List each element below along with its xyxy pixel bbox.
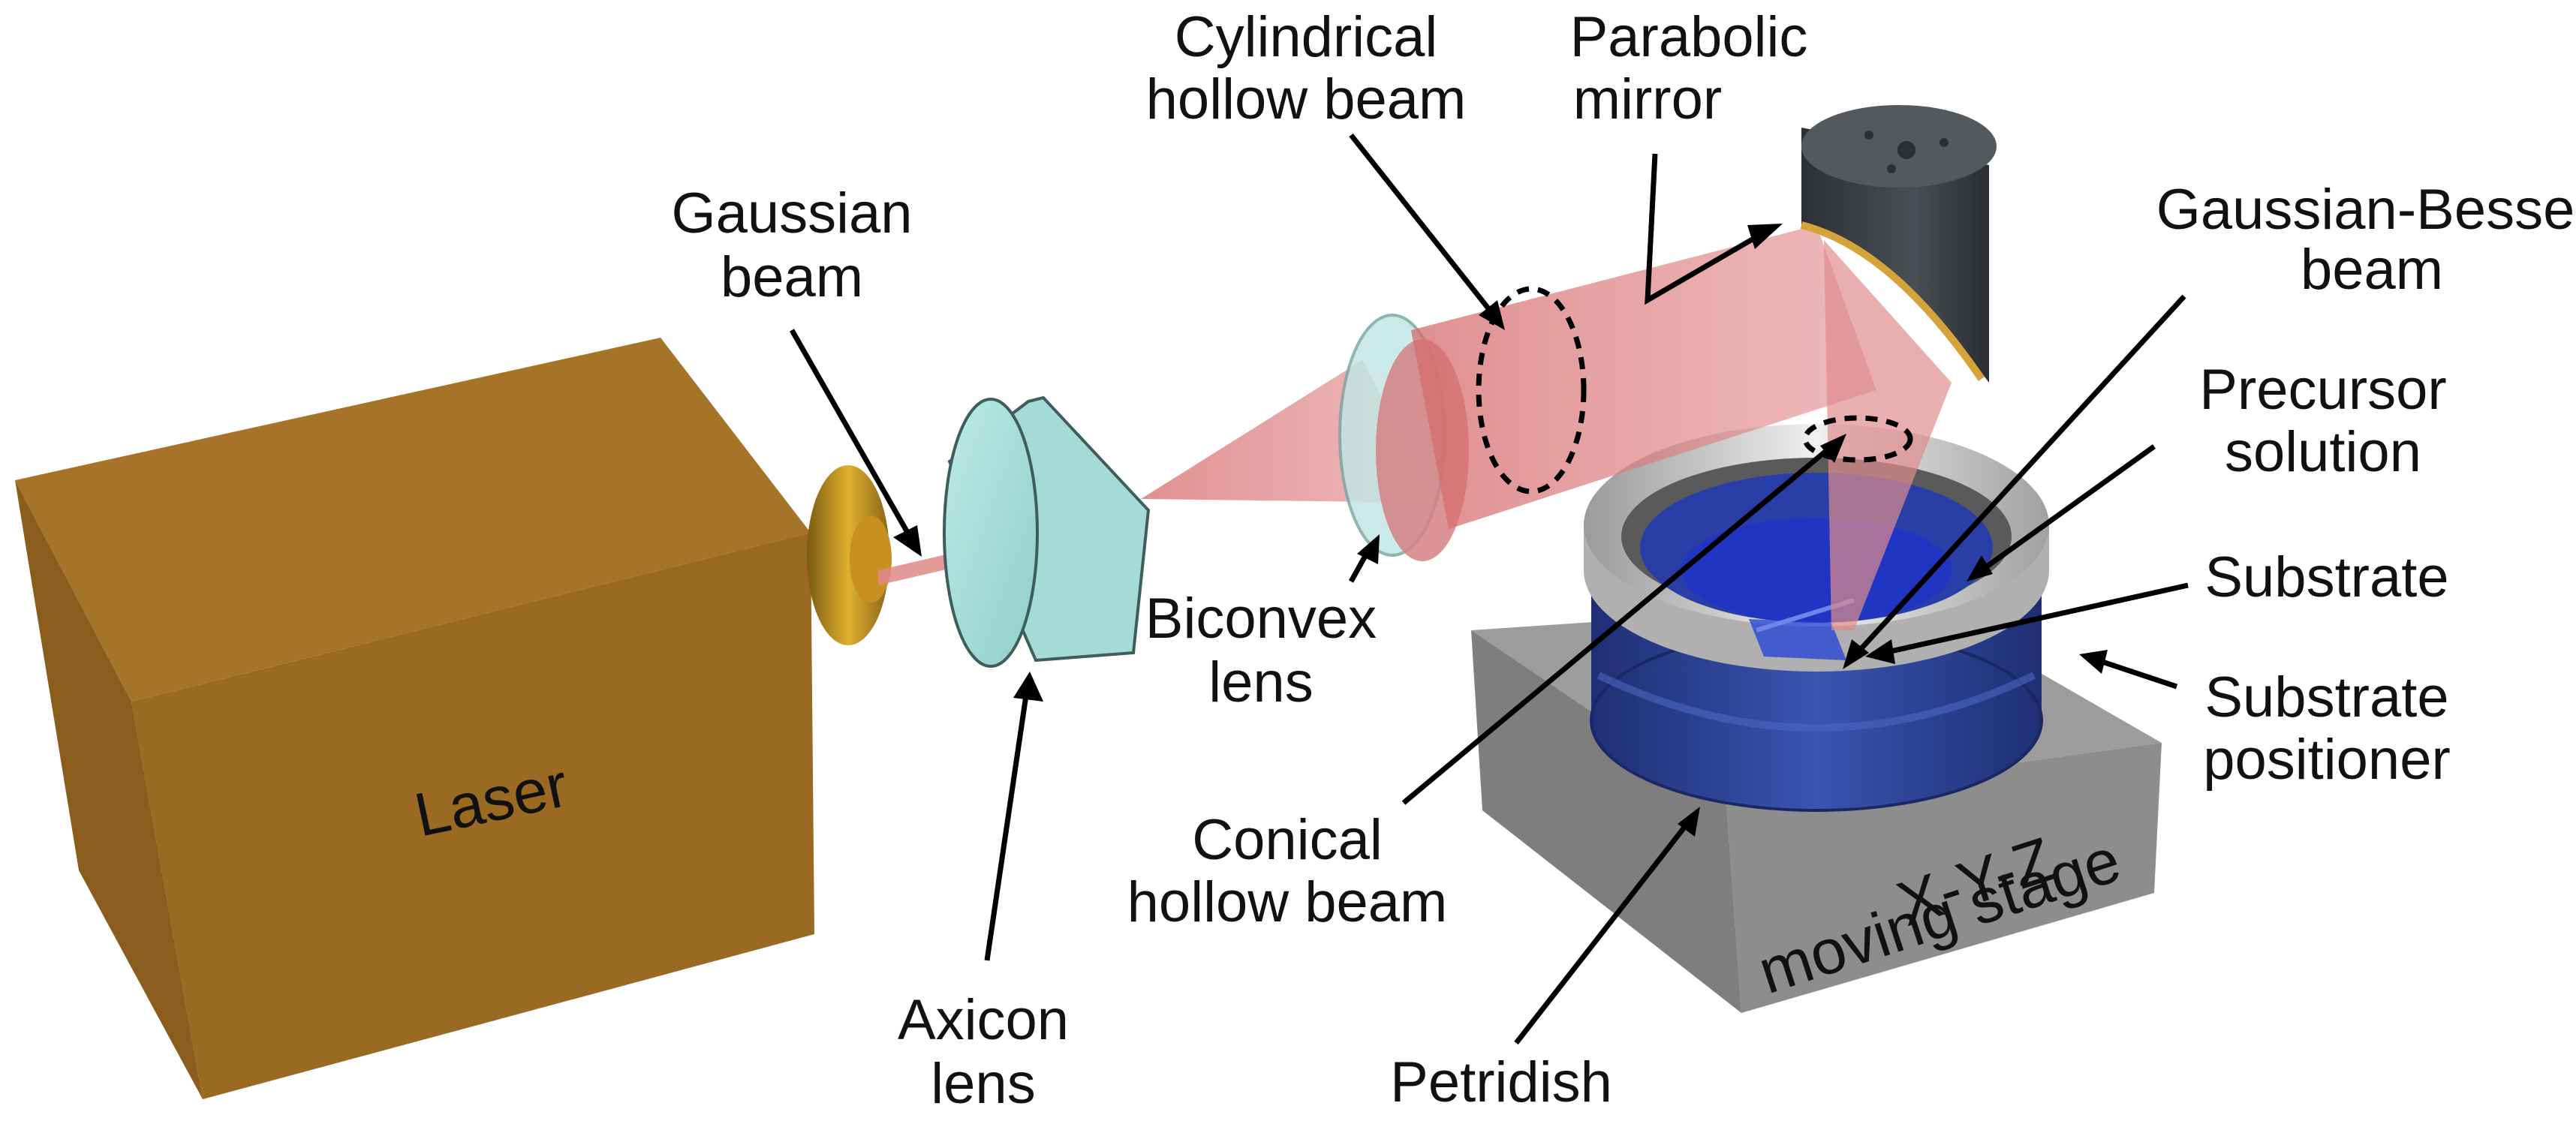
gaussian-beam-label-line1: Gaussian xyxy=(671,182,912,245)
petridish-label: Petridish xyxy=(1390,1050,1612,1114)
substrate-positioner-label-line1: Substrate xyxy=(2204,666,2448,729)
substrate-label: Substrate xyxy=(2204,545,2448,609)
conical-hollow-beam-label-line2: hollow beam xyxy=(1127,870,1448,934)
axicon-lens-label-line1: Axicon xyxy=(898,988,1069,1052)
precursor-solution xyxy=(1640,473,1993,623)
cylindrical-hollow-beam xyxy=(1411,225,1876,529)
precursor-solution-label-line1: Precursor xyxy=(2199,358,2446,422)
cylindrical-hollow-beam-label-line2: hollow beam xyxy=(1146,68,1467,131)
gaussian-bessel-beam xyxy=(1802,240,1952,630)
cylindrical-hollow-beam-label-line1: Cylindrical xyxy=(1175,5,1438,69)
biconvex-lens-label-line1: Biconvex xyxy=(1145,587,1377,651)
biconvex-lens-label-line2: lens xyxy=(1208,651,1313,714)
gaussian-bessel-beam-label-line1: Gaussian-Bessel xyxy=(2156,178,2576,242)
axicon-lens xyxy=(943,395,1151,668)
gaussian-beam-label-line2: beam xyxy=(721,245,863,309)
conical-beam-outline xyxy=(1802,415,1913,463)
laser-box xyxy=(15,338,892,1099)
parabolic-mirror-label-line1: Parabolic xyxy=(1570,5,1808,69)
parabolic-mirror-label-line2: mirror xyxy=(1573,68,1722,131)
conical-hollow-beam-label-line1: Conical xyxy=(1192,808,1382,872)
precursor-solution-label-line2: solution xyxy=(2225,420,2421,484)
leader-arrows xyxy=(789,133,2189,1045)
parabolic-mirror xyxy=(1800,105,1997,383)
substrate-positioner-label-line2: positioner xyxy=(2203,728,2451,792)
axicon-lens-label-line2: lens xyxy=(931,1052,1035,1116)
gaussian-bessel-beam-label-line2: beam xyxy=(2301,238,2443,302)
cylindrical-beam-outline xyxy=(1476,286,1587,494)
